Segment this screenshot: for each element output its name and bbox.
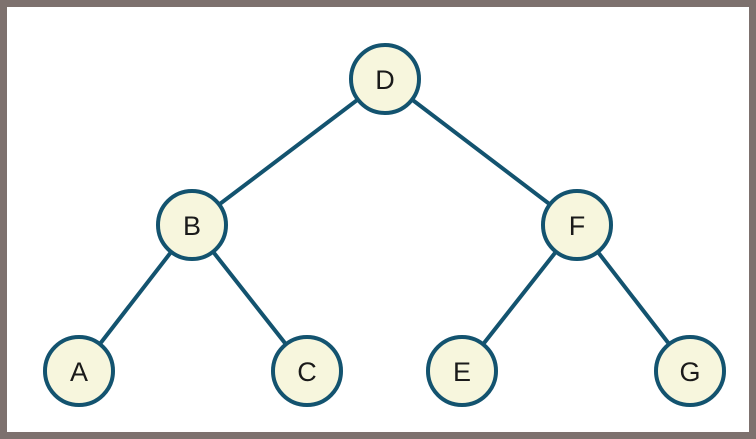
node-label-a: A [70,357,88,387]
diagram-canvas: D B F A C E G [7,7,749,432]
tree-node-c[interactable]: C [271,335,343,407]
tree-node-a[interactable]: A [43,335,115,407]
tree-node-e[interactable]: E [426,335,498,407]
node-label-c: C [297,357,317,387]
tree-nodes-group: D B F A C E G [43,43,726,407]
node-circle-d[interactable] [349,43,421,115]
node-label-b: B [183,211,201,241]
node-circle-g[interactable] [654,335,726,407]
tree-edge-d-b [190,77,387,227]
node-label-f: F [569,211,586,241]
node-circle-f[interactable] [541,189,613,261]
tree-edge-d-f [383,77,579,227]
node-label-e: E [453,357,471,387]
binary-tree-graphic: D B F A C E G [43,43,726,407]
tree-node-f[interactable]: F [541,189,613,261]
node-circle-e[interactable] [426,335,498,407]
node-label-g: G [679,357,700,387]
node-circle-a[interactable] [43,335,115,407]
tree-node-b[interactable]: B [156,189,228,261]
tree-node-d[interactable]: D [349,43,421,115]
node-label-d: D [375,65,395,95]
node-circle-c[interactable] [271,335,343,407]
tree-node-g[interactable]: G [654,335,726,407]
node-circle-b[interactable] [156,189,228,261]
